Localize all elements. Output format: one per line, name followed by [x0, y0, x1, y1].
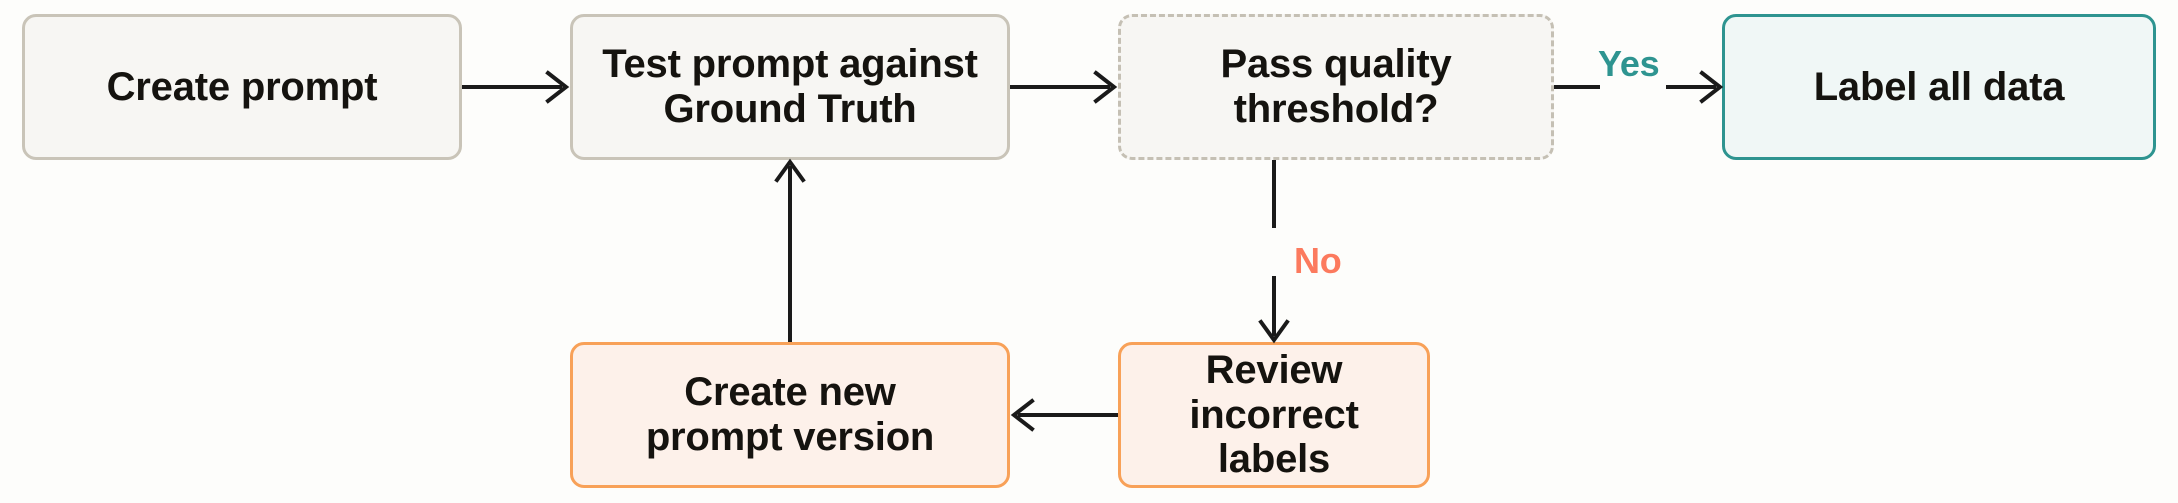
edge-test-prompt-to-pass-quality [1010, 63, 1118, 111]
edge-review-labels-to-create-new-version [1010, 391, 1118, 439]
node-pass-quality-label: Pass quality threshold? [1220, 42, 1452, 131]
node-review-labels-label: Review incorrect labels [1189, 347, 1359, 482]
node-label-all-data-label: Label all data [1813, 64, 2065, 109]
edge-pass-quality-to-label-all-data [1554, 63, 1724, 111]
edge-label-yes: Yes [1598, 43, 1660, 84]
node-create-new-version-label: Create new prompt version [645, 370, 935, 459]
node-create-new-prompt-version[interactable]: Create new prompt version [570, 342, 1010, 488]
node-review-incorrect-labels[interactable]: Review incorrect labels [1118, 342, 1430, 488]
node-create-prompt[interactable]: Create prompt [22, 14, 462, 160]
edge-create-new-version-to-test-prompt [770, 158, 810, 342]
edge-create-prompt-to-test-prompt [462, 63, 570, 111]
node-create-prompt-label: Create prompt [106, 64, 378, 109]
node-test-prompt-label: Test prompt against Ground Truth [602, 42, 978, 131]
edge-label-no: No [1294, 240, 1342, 281]
edge-pass-quality-to-review-labels [1254, 160, 1294, 344]
node-pass-quality-threshold[interactable]: Pass quality threshold? [1118, 14, 1554, 160]
node-label-all-data[interactable]: Label all data [1722, 14, 2156, 160]
node-test-prompt-against-ground-truth[interactable]: Test prompt against Ground Truth [570, 14, 1010, 160]
